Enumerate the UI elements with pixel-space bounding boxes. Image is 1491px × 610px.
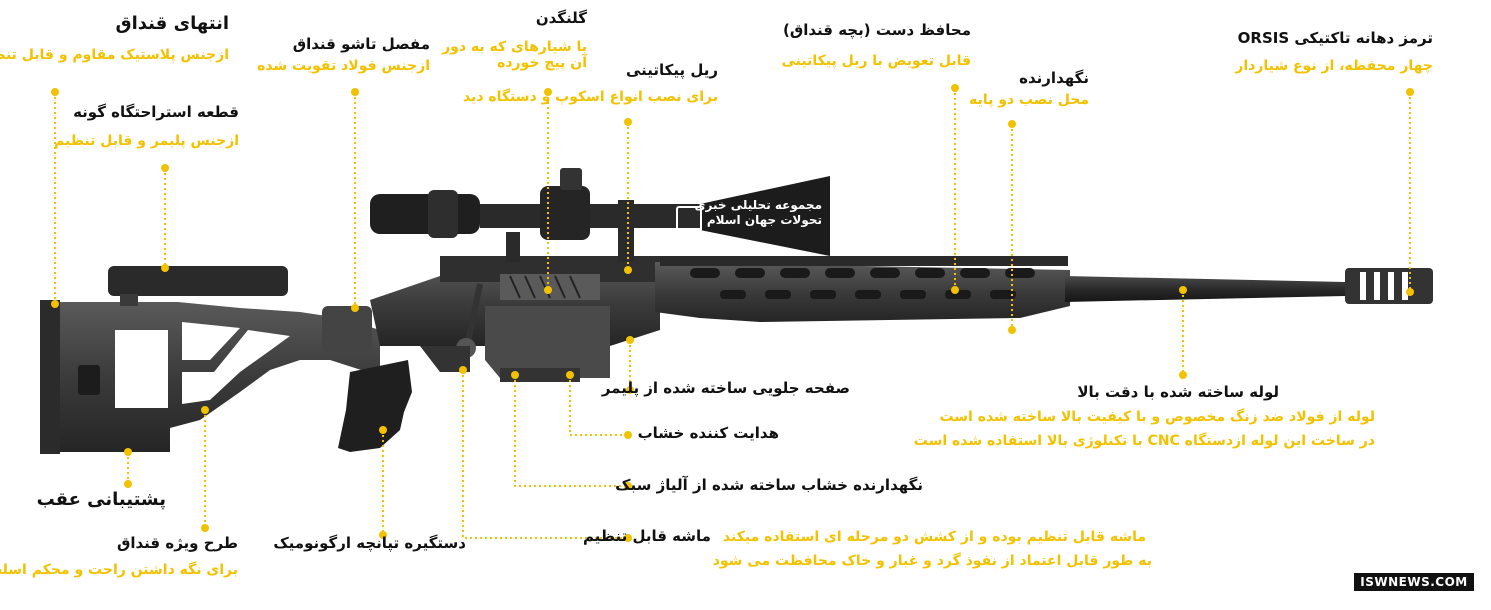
magazine-guide-title: هدایت کننده خشاب <box>637 424 779 442</box>
footer-site: ISWNEWS.COM <box>1354 573 1474 591</box>
callout-bolt: گلنگدن با شیارهای که به دور آن پیچ خورده <box>442 9 587 72</box>
cheek-piece-desc: ازجنس پلیمر و قابل تنظیم <box>54 133 239 150</box>
handguard-desc: قابل تعویض با ریل پیکاتینی <box>781 53 971 70</box>
callout-cheek-piece: قطعه استراحتگاه گونه ازجنس پلیمر و قابل … <box>54 103 239 150</box>
bolt-desc-1: با شیارهای که به دور <box>442 39 587 56</box>
stock-design-desc: برای نگه داشتن راحت و محکم اسلحه <box>0 562 238 579</box>
folding-joint-shape <box>322 306 372 352</box>
bipod-mount-title: نگهدارنده <box>1019 69 1089 87</box>
folding-joint-desc: ازجنس فولاد تقویت شده <box>257 58 430 75</box>
barrel-title: لوله ساخته شده با دقت بالا <box>1077 383 1279 401</box>
callout-pistol-grip: دستگیره تپانچه ارگونومیک <box>273 534 466 552</box>
trigger-desc-2: به طور قابل اعتماد از نفوذ گرد و غبار و … <box>712 553 1152 570</box>
bolt-handle <box>465 283 483 343</box>
stock-cutout-1 <box>115 330 168 408</box>
bolt-title: گلنگدن <box>535 9 587 27</box>
callout-folding-joint: مفصل تاشو قنداق ازجنس فولاد تقویت شده <box>257 35 430 75</box>
trigger-desc-1: ماشه قابل تنظیم بوده و از کشش دو مرحله ا… <box>722 529 1146 545</box>
callout-front-plate: صفحه جلویی ساخته شده از پلیمر <box>601 379 850 397</box>
cheek-post <box>120 294 138 306</box>
watermark-logo <box>676 206 702 232</box>
handguard-rail <box>660 256 1068 266</box>
muzzle-brake-title: ترمز دهانه تاکتیکی ORSIS <box>1237 29 1433 47</box>
watermark-line-1: مجموعه تحلیلی خبری <box>694 198 822 212</box>
front-plate-title: صفحه جلویی ساخته شده از پلیمر <box>601 379 850 397</box>
magazine-holder-title: نگهدارنده خشاب ساخته شده از آلیاژ سبک <box>615 476 923 494</box>
callout-stock-end: انتهای قنداق ازجنس پلاستیک مقاوم و قابل … <box>0 13 229 63</box>
buttplate <box>40 300 60 454</box>
barrel-desc-2: در ساخت این لوله ازدستگاه CNC با تکنلوژی… <box>913 433 1375 450</box>
bipod-mount-desc: محل نصب دو پایه <box>969 92 1089 109</box>
scope <box>370 168 830 262</box>
muzzle-brake-ports <box>1360 272 1408 300</box>
muzzle-brake-desc: چهار محفظه، از نوع شیاردار <box>1235 58 1433 75</box>
trigger-title: ماشه قابل تنظیم <box>582 527 711 545</box>
stock-cutout-3 <box>182 330 290 404</box>
watermark-line-2: تحولات جهان اسلام <box>706 213 822 227</box>
callout-magazine-holder: نگهدارنده خشاب ساخته شده از آلیاژ سبک <box>615 476 923 494</box>
pistol-grip-title: دستگیره تپانچه ارگونومیک <box>273 534 466 552</box>
callout-stock-design: طرح ویژه قنداق برای نگه داشتن راحت و محک… <box>0 534 238 579</box>
callout-handguard: محافظ دست (بچه قنداق) قابل تعویض با ریل … <box>781 21 971 70</box>
scope-watermark: مجموعه تحلیلی خبری تحولات جهان اسلام <box>694 198 822 228</box>
rear-support-title: پشتیبانی عقب <box>36 489 166 510</box>
trigger-guard <box>420 346 470 372</box>
pistol-grip-shape <box>338 360 412 452</box>
folding-joint-title: مفصل تاشو قنداق <box>292 35 430 53</box>
callout-trigger: ماشه قابل تنظیم بوده و از کشش دو مرحله ا… <box>582 527 1152 569</box>
stock-end-desc: ازجنس پلاستیک مقاوم و قابل تنظیم <box>0 46 229 63</box>
barrel-shape <box>1065 276 1345 302</box>
stock-design-title: طرح ویژه قنداق <box>116 534 238 552</box>
callout-picatinny-rail: ریل پیکاتینی برای نصب انواع اسکوپ و دستگ… <box>462 61 718 106</box>
stock-end-title: انتهای قنداق <box>115 13 229 34</box>
callout-bipod-mount: نگهدارنده محل نصب دو پایه <box>969 69 1089 109</box>
bolt-desc-2: آن پیچ خورده <box>497 55 587 72</box>
callout-magazine-guide: هدایت کننده خشاب <box>637 424 779 442</box>
cheek-piece-shape <box>108 266 288 296</box>
stock-button <box>78 365 100 395</box>
handguard-title: محافظ دست (بچه قنداق) <box>782 21 971 39</box>
picatinny-rail-desc: برای نصب انواع اسکوپ و دستگاه دید <box>462 89 718 106</box>
stock-cutout-2 <box>182 322 240 360</box>
callout-rear-support: پشتیبانی عقب <box>36 489 166 511</box>
callout-muzzle-brake: ترمز دهانه تاکتیکی ORSIS چهار محفظه، از … <box>1235 29 1433 75</box>
cheek-piece-title: قطعه استراحتگاه گونه <box>73 103 239 121</box>
front-plate-shape <box>485 306 610 378</box>
picatinny-rail-title: ریل پیکاتینی <box>625 61 718 79</box>
barrel-desc-1: لوله از فولاد ضد زنگ مخصوص و با کیفیت با… <box>939 409 1375 426</box>
magazine-guide-shape <box>500 368 580 382</box>
callout-barrel: لوله ساخته شده با دقت بالا لوله از فولاد… <box>913 383 1375 450</box>
